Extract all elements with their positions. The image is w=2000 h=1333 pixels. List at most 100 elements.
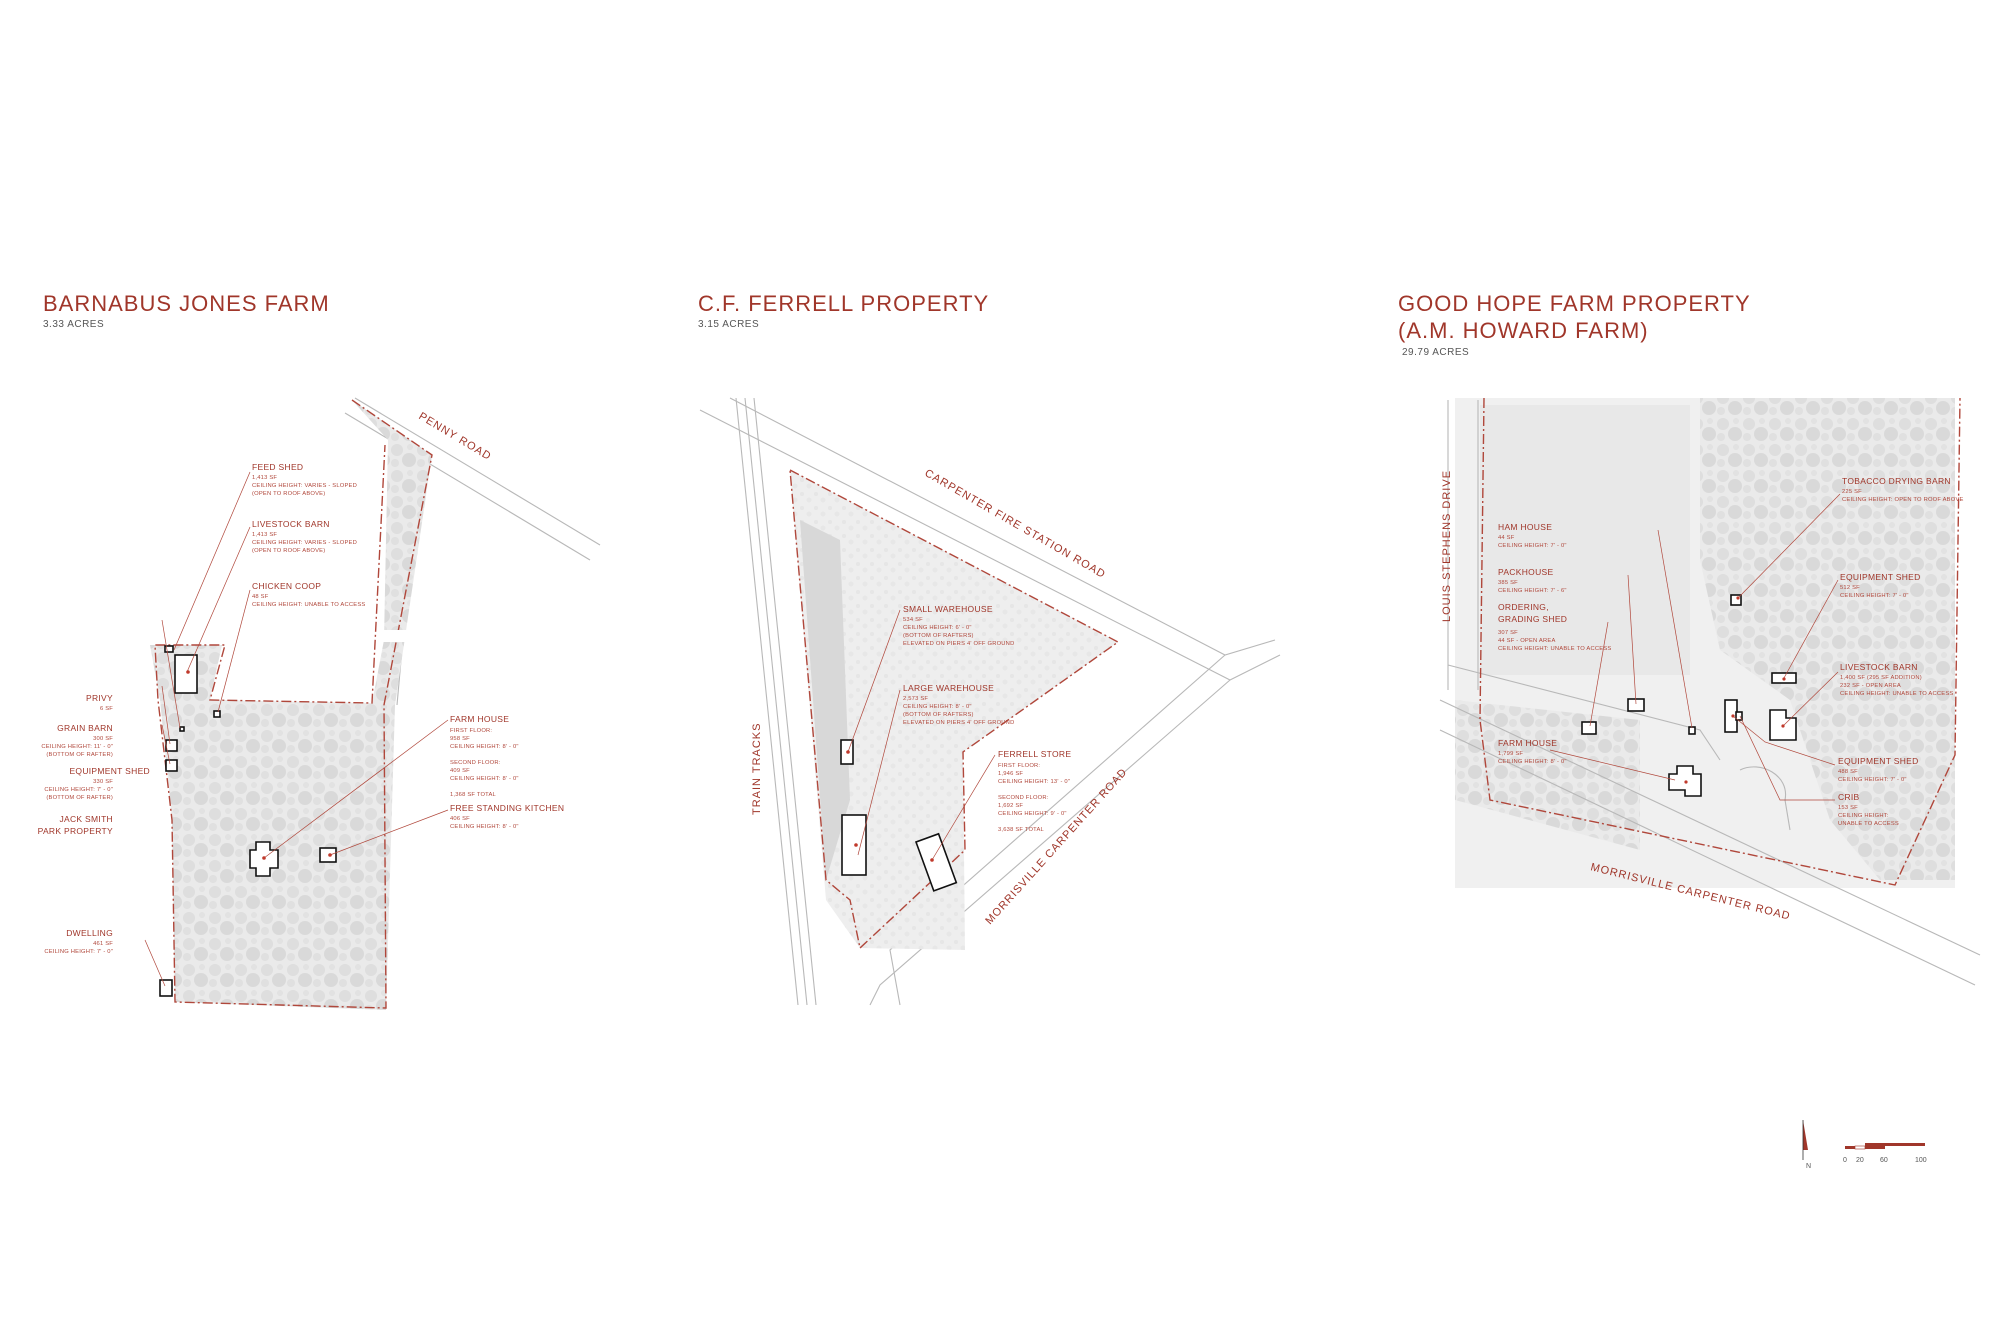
svg-text:CEILING HEIGHT: 8' - 0": CEILING HEIGHT: 8' - 0"	[450, 744, 519, 750]
building-dwelling	[159, 979, 173, 997]
svg-text:307 SF: 307 SF	[1498, 630, 1518, 636]
svg-text:ELEVATED ON PIERS 4' OFF GROUN: ELEVATED ON PIERS 4' OFF GROUND	[903, 720, 1014, 726]
label-privy: PRIVY 6 SF	[86, 693, 113, 712]
svg-text:461 SF: 461 SF	[93, 941, 113, 947]
property-boundary	[789, 469, 1120, 950]
svg-text:3,638 SF TOTAL: 3,638 SF TOTAL	[998, 827, 1045, 833]
svg-text:1,692 SF: 1,692 SF	[998, 803, 1023, 809]
scale-tick: 60	[1880, 1157, 1888, 1164]
svg-text:CEILING HEIGHT: 6' - 0": CEILING HEIGHT: 6' - 0"	[903, 625, 972, 631]
label-train-tracks: TRAIN TRACKS	[751, 723, 763, 815]
svg-text:CEILING HEIGHT: 7' - 0": CEILING HEIGHT: 7' - 0"	[1838, 777, 1907, 783]
svg-text:JACK SMITH: JACK SMITH	[59, 814, 113, 824]
svg-text:TOBACCO DRYING BARN: TOBACCO DRYING BARN	[1842, 476, 1951, 486]
label-grain-barn: GRAIN BARN 300 SF CEILING HEIGHT: 11' - …	[41, 723, 113, 758]
property-acreage: 3.15 ACRES	[698, 319, 759, 330]
building-privy	[179, 726, 185, 732]
svg-text:409 SF: 409 SF	[450, 768, 470, 774]
svg-text:CEILING HEIGHT: UNABLE TO ACCE: CEILING HEIGHT: UNABLE TO ACCESS	[1498, 646, 1611, 652]
label-neighbor-jack-smith: JACK SMITH PARK PROPERTY	[38, 814, 113, 836]
svg-text:PRIVY: PRIVY	[86, 693, 113, 703]
property-boundary	[154, 399, 433, 1009]
svg-text:EQUIPMENT SHED: EQUIPMENT SHED	[1838, 756, 1919, 766]
building-free-standing-kitchen	[319, 847, 337, 863]
svg-text:GRAIN BARN: GRAIN BARN	[57, 723, 113, 733]
train-track-line	[744, 397, 808, 1006]
svg-text:512 SF: 512 SF	[1840, 585, 1860, 591]
svg-text:CEILING HEIGHT: UNABLE TO ACCE: CEILING HEIGHT: UNABLE TO ACCESS	[252, 602, 365, 608]
building-tobacco-drying-barn	[1730, 594, 1742, 606]
svg-text:CEILING HEIGHT:: CEILING HEIGHT:	[1838, 813, 1889, 819]
label-equipment-shed: EQUIPMENT SHED 330 SF CEILING HEIGHT: 7'…	[44, 766, 149, 801]
svg-text:FREE STANDING KITCHEN: FREE STANDING KITCHEN	[450, 803, 564, 813]
property-title: BARNABUS JONES FARM	[43, 291, 330, 316]
svg-text:SMALL WAREHOUSE: SMALL WAREHOUSE	[903, 604, 993, 614]
svg-text:1,400 SF (295 SF ADDITION): 1,400 SF (295 SF ADDITION)	[1840, 675, 1922, 681]
road-line	[1447, 664, 1721, 761]
label-ferrell-store: FERRELL STORE FIRST FLOOR: 1,946 SF CEIL…	[998, 749, 1071, 833]
building-ordering-grading-shed	[1581, 721, 1597, 735]
svg-text:2,573 SF: 2,573 SF	[903, 696, 928, 702]
svg-text:44 SF: 44 SF	[1498, 535, 1515, 541]
svg-text:330 SF: 330 SF	[93, 779, 113, 785]
property-title-2: (A.M. HOWARD FARM)	[1398, 318, 1649, 343]
road-line	[344, 412, 591, 561]
svg-text:1,799 SF: 1,799 SF	[1498, 751, 1523, 757]
svg-text:958 SF: 958 SF	[450, 736, 470, 742]
svg-text:CHICKEN COOP: CHICKEN COOP	[252, 581, 321, 591]
svg-text:SECOND FLOOR:: SECOND FLOOR:	[998, 795, 1049, 801]
road-line	[889, 654, 1226, 1006]
svg-text:48 SF: 48 SF	[252, 594, 269, 600]
label-farm-house: FARM HOUSE 1,799 SF CEILING HEIGHT: 8' -…	[1498, 738, 1566, 765]
svg-text:CEILING HEIGHT: 8' - 0": CEILING HEIGHT: 8' - 0"	[450, 776, 519, 782]
road-gap	[383, 630, 423, 642]
svg-text:(BOTTOM OF RAFTERS): (BOTTOM OF RAFTERS)	[903, 633, 974, 639]
label-equipment-shed-south: EQUIPMENT SHED 488 SF CEILING HEIGHT: 7'…	[1838, 756, 1919, 783]
svg-text:(BOTTOM OF RAFTER): (BOTTOM OF RAFTER)	[46, 795, 113, 801]
road-label-morrisville-carpenter: MORRISVILLE CARPENTER ROAD	[983, 766, 1130, 927]
label-ham-house: HAM HOUSE 44 SF CEILING HEIGHT: 7' - 0"	[1498, 522, 1566, 549]
svg-text:FEED SHED: FEED SHED	[252, 462, 303, 472]
svg-text:FIRST FLOOR:: FIRST FLOOR:	[450, 728, 492, 734]
svg-text:(BOTTOM OF RAFTERS): (BOTTOM OF RAFTERS)	[903, 712, 974, 718]
svg-text:ELEVATED ON PIERS 4' OFF GROUN: ELEVATED ON PIERS 4' OFF GROUND	[903, 641, 1014, 647]
property-good-hope-farm: GOOD HOPE FARM PROPERTY (A.M. HOWARD FAR…	[1398, 291, 1981, 986]
label-feed-shed: FEED SHED 1,413 SF CEILING HEIGHT: VARIE…	[252, 462, 357, 497]
label-crib: CRIB 153 SF CEILING HEIGHT: UNABLE TO AC…	[1838, 792, 1899, 827]
svg-text:225 SF: 225 SF	[1842, 489, 1862, 495]
svg-text:HAM HOUSE: HAM HOUSE	[1498, 522, 1552, 532]
property-barnabus-jones-farm: BARNABUS JONES FARM 3.33 ACRES PENNY ROA…	[38, 291, 601, 1010]
scale-tick: 100	[1915, 1157, 1927, 1164]
road-line	[869, 679, 1231, 1006]
road-line	[354, 397, 601, 546]
label-equipment-shed-north: EQUIPMENT SHED 512 SF CEILING HEIGHT: 7'…	[1840, 572, 1920, 599]
svg-text:PARK PROPERTY: PARK PROPERTY	[38, 826, 113, 836]
svg-text:LARGE WAREHOUSE: LARGE WAREHOUSE	[903, 683, 994, 693]
north-arrow-icon: N	[1802, 1120, 1811, 1170]
field-area	[1480, 405, 1690, 675]
svg-text:1,946 SF: 1,946 SF	[998, 771, 1023, 777]
label-small-warehouse: SMALL WAREHOUSE 534 SF CEILING HEIGHT: 6…	[903, 604, 1014, 647]
road-line	[1439, 729, 1976, 986]
site-ground	[790, 470, 1118, 950]
label-packhouse: PACKHOUSE 385 SF CEILING HEIGHT: 7' - 6"	[1498, 567, 1566, 594]
svg-text:FARM HOUSE: FARM HOUSE	[1498, 738, 1557, 748]
svg-text:(OPEN TO ROOF ABOVE): (OPEN TO ROOF ABOVE)	[252, 491, 325, 497]
forest-area	[1455, 700, 1640, 850]
svg-text:1,413 SF: 1,413 SF	[252, 475, 277, 481]
svg-text:CEILING HEIGHT: 9' - 0": CEILING HEIGHT: 9' - 0"	[998, 811, 1067, 817]
label-livestock-barn: LIVESTOCK BARN 1,400 SF (295 SF ADDITION…	[1840, 662, 1953, 697]
svg-text:1,368 SF TOTAL: 1,368 SF TOTAL	[450, 792, 497, 798]
svg-text:CEILING HEIGHT: 13' - 0": CEILING HEIGHT: 13' - 0"	[998, 779, 1070, 785]
building-ferrell-store	[914, 832, 958, 892]
svg-text:385 SF: 385 SF	[1498, 580, 1518, 586]
svg-text:PACKHOUSE: PACKHOUSE	[1498, 567, 1553, 577]
svg-text:488 SF: 488 SF	[1838, 769, 1858, 775]
property-cf-ferrell: C.F. FERRELL PROPERTY 3.15 ACRES CARPENT…	[698, 291, 1281, 1006]
road-line	[1439, 699, 1981, 956]
property-acreage: 3.33 ACRES	[43, 319, 104, 330]
leader-lines	[1549, 493, 1841, 801]
svg-text:1,413 SF: 1,413 SF	[252, 532, 277, 538]
svg-text:FARM HOUSE: FARM HOUSE	[450, 714, 509, 724]
